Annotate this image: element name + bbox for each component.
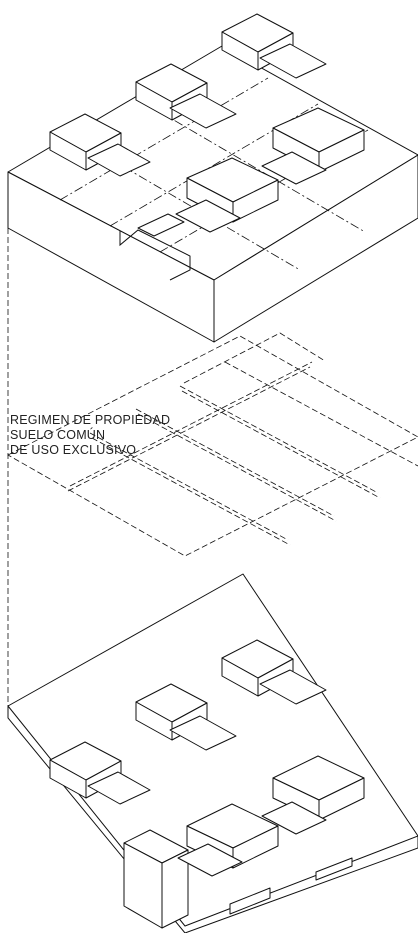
unit-box (272, 107, 365, 173)
caption-line-3: DE USO EXCLUSIVO (10, 443, 137, 457)
unit-box (272, 755, 365, 821)
solid-block (7, 45, 418, 718)
unit-box (221, 13, 294, 71)
block-right-face (213, 154, 418, 343)
caption-line-1: REGIMEN DE PROPIEDAD (10, 413, 171, 427)
unit-boxes-top (49, 13, 365, 237)
slot-openings-top (87, 43, 327, 237)
dashed-plane (7, 332, 418, 557)
slot-openings-bottom (87, 669, 327, 877)
column (123, 829, 189, 929)
unit-boxes-bottom (49, 639, 365, 877)
block-notch (119, 229, 191, 281)
caption-line-2: SUELO COMÚN (10, 428, 106, 442)
floor-plate (7, 573, 418, 933)
